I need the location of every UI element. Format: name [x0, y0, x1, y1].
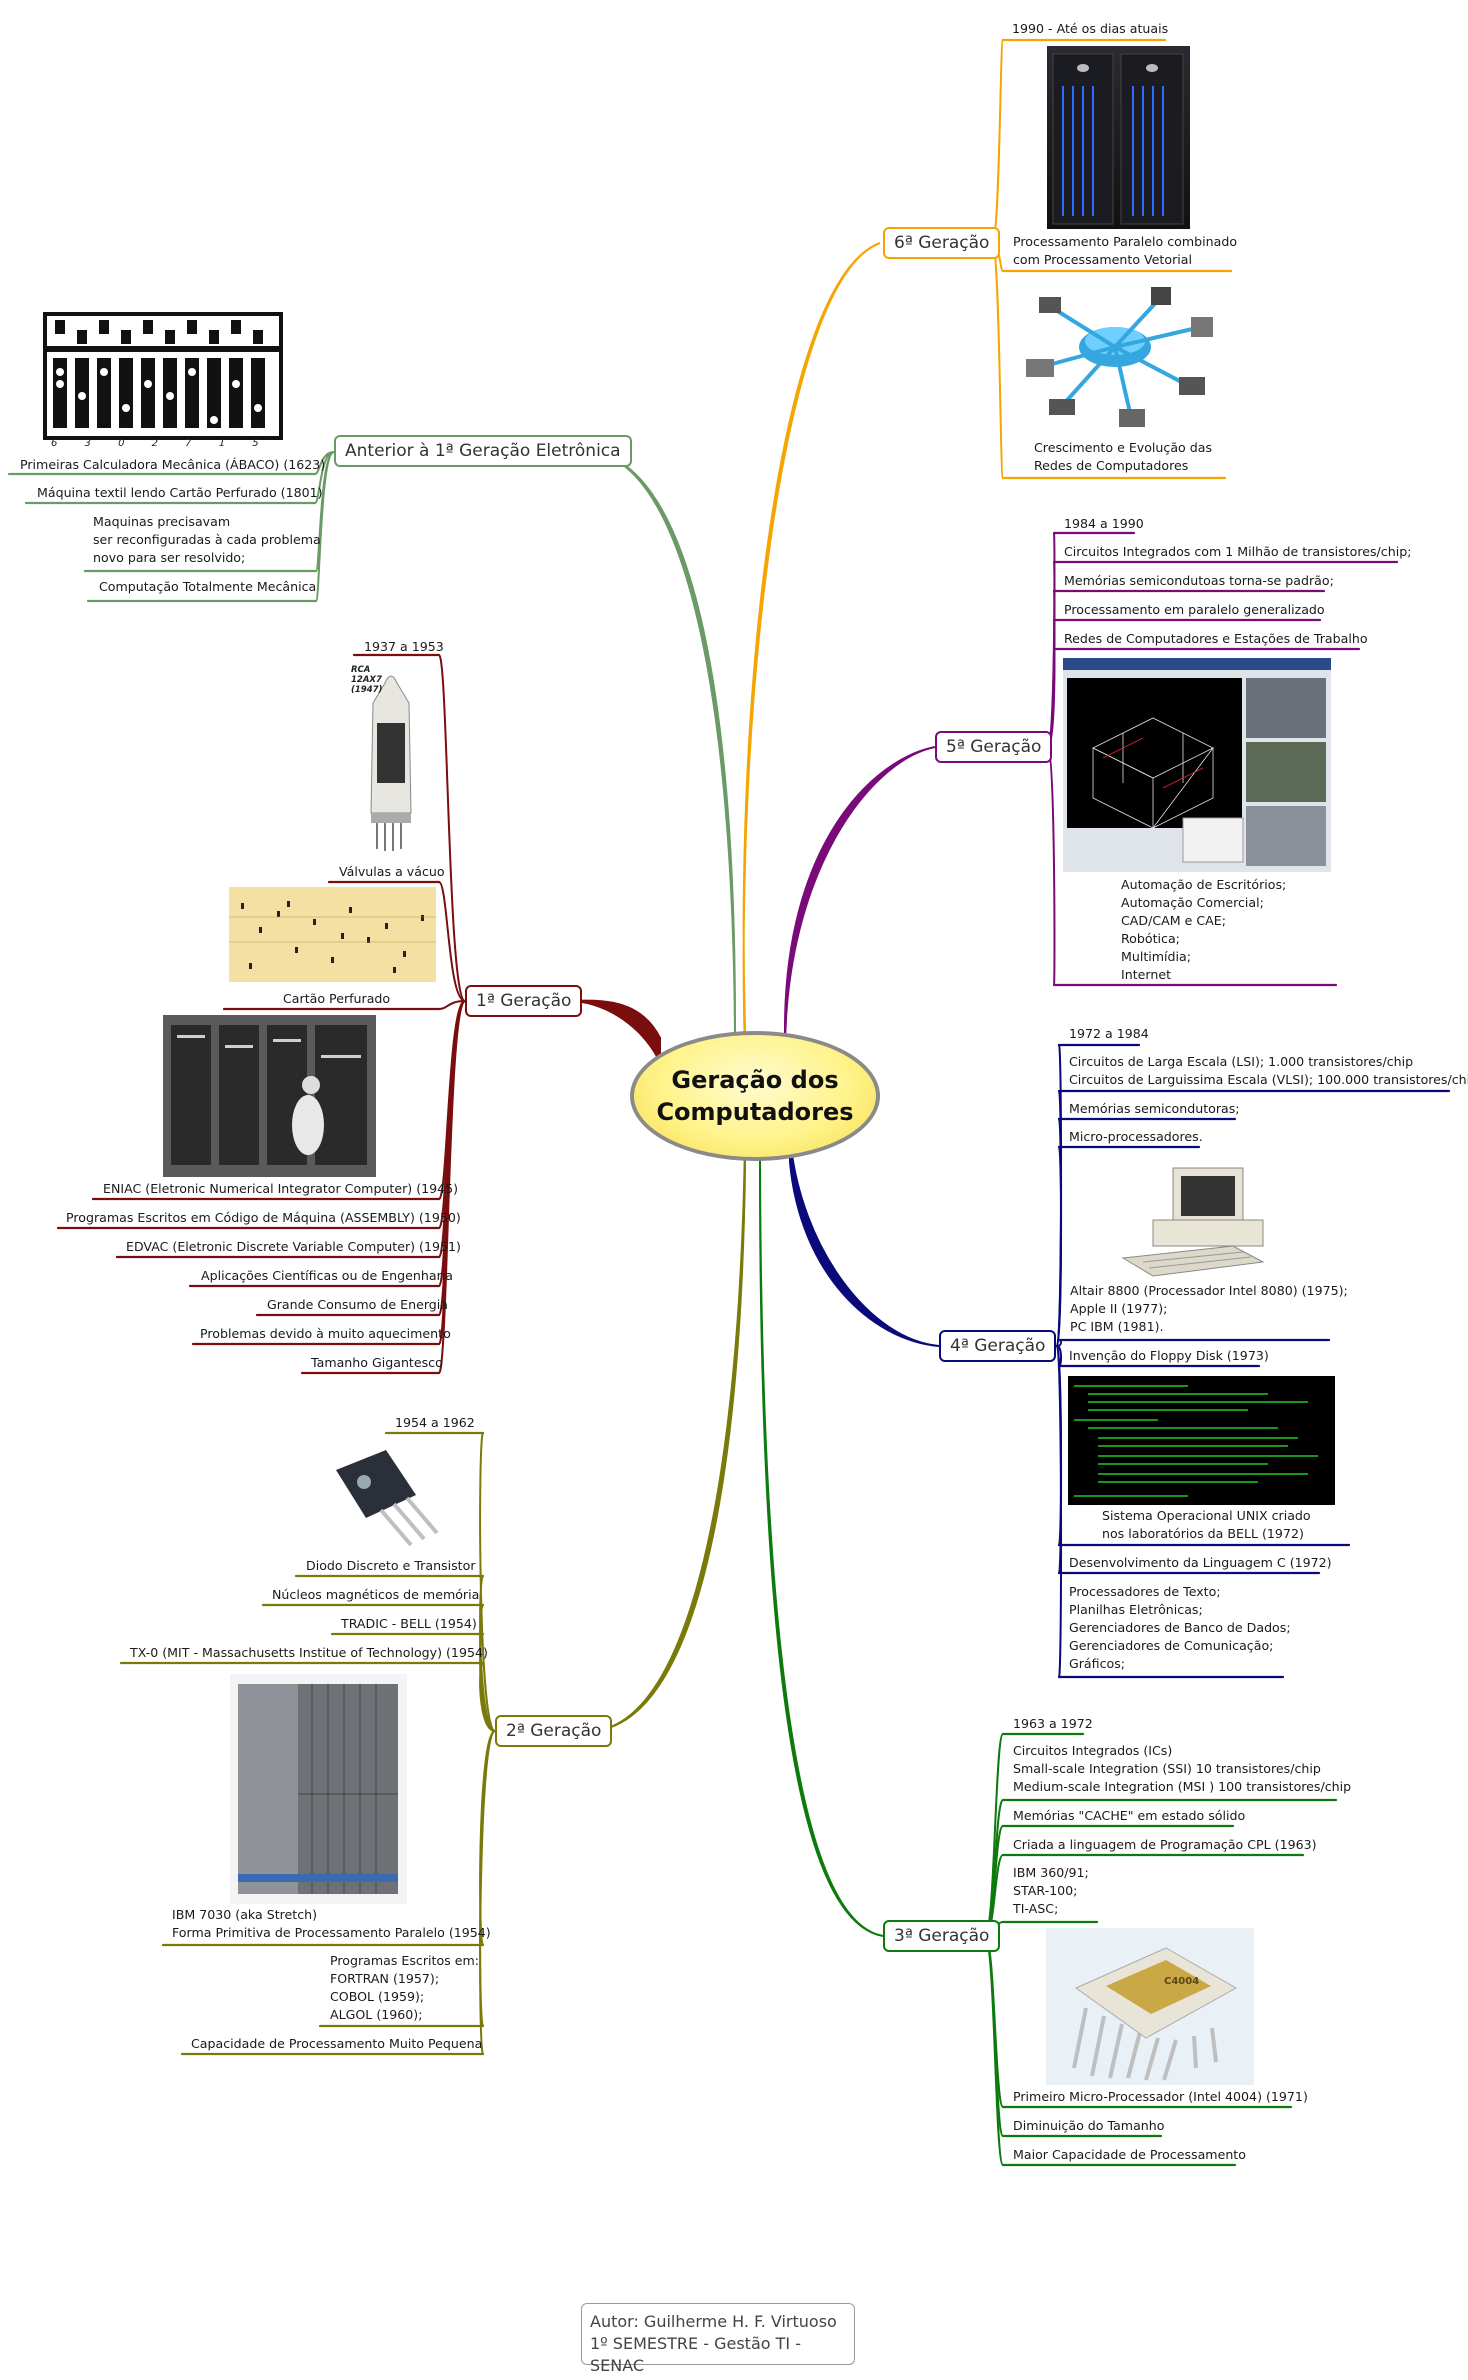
gen3-capacidade: Maior Capacidade de Processamento [1013, 2147, 1246, 2162]
gen2-linguagens: Programas Escritos em:FORTRAN (1957);COB… [330, 1953, 480, 2022]
gen6-period: 1990 - Até os dias atuais [1012, 21, 1169, 36]
gen4-aplicativos: Processadores de Texto;Planilhas Eletrôn… [1069, 1584, 1291, 1671]
gen3-period: 1963 a 1972 [1013, 1716, 1093, 1731]
branch-1a-geracao[interactable]: 1ª Geração [465, 985, 583, 1017]
branch-5a-geracao[interactable]: 5ª Geração [935, 731, 1053, 763]
branch-6a-geracao[interactable]: 6ª Geração [883, 227, 1001, 259]
ibm-7030-image [230, 1674, 407, 1904]
gen2-transistor: Diodo Discreto e Transistor [306, 1558, 476, 1573]
gen3-sistemas: IBM 360/91;STAR-100;TI-ASC; [1013, 1865, 1089, 1916]
gen3-intel-4004: Primeiro Micro-Processador (Intel 4004) … [1013, 2089, 1308, 2104]
abacus-digits: 6 3 0 2 7 1 5 4 0 6 [51, 438, 283, 449]
gen1-aplicacoes: Aplicações Científicas ou de Engenharia [201, 1268, 453, 1283]
gen3-cache: Memórias "CACHE" em estado sólido [1013, 1808, 1246, 1823]
unix-terminal-image [1068, 1376, 1335, 1505]
gen5-memorias: Memórias semicondutoas torna-se padrão; [1064, 573, 1334, 588]
author-course: 1º SEMESTRE - Gestão TI - SENAC [590, 2334, 801, 2375]
gen3-cpl: Criada a linguagem de Programação CPL (1… [1013, 1837, 1317, 1852]
gen5-processamento: Processamento em paralelo generalizado [1064, 602, 1325, 617]
gen1-edvac: EDVAC (Eletronic Discrete Variable Compu… [126, 1239, 461, 1254]
punched-card-image [229, 887, 436, 982]
gen1-eniac: ENIAC (Eletronic Numerical Integrator Co… [103, 1181, 459, 1196]
gen2-nucleos: Núcleos magnéticos de memória [272, 1587, 480, 1602]
gen1-tamanho: Tamanho Gigantesco [311, 1355, 443, 1370]
network-image [1011, 277, 1222, 436]
anterior-maquina-textil: Máquina textil lendo Cartão Perfurado (1… [37, 485, 323, 500]
eniac-photo [163, 1015, 376, 1177]
gen1-assembly: Programas Escritos em Código de Máquina … [66, 1210, 461, 1225]
gen4-floppy: Invenção do Floppy Disk (1973) [1069, 1348, 1269, 1363]
intel-4004-chip-image: C4004 [1046, 1928, 1254, 2085]
gen4-micro: Micro-processadores. [1069, 1129, 1203, 1144]
gen1-consumo: Grande Consumo de Energia [267, 1297, 448, 1312]
valve-label-1: RCA [351, 665, 371, 675]
anterior-abaco: Primeiras Calculadora Mecânica (ÁBACO) (… [20, 457, 326, 472]
gen5-period: 1984 a 1990 [1064, 516, 1144, 531]
gen1-valvulas: Válvulas a vácuo [339, 864, 445, 879]
gen5-aplicacoes: Automação de Escritórios;Automação Comer… [1121, 877, 1287, 982]
abacus-image: 6 3 0 2 7 1 5 4 0 6 [43, 312, 283, 452]
branch-anterior[interactable]: Anterior à 1ª Geração Eletrônica [334, 435, 632, 467]
server-rack-image [1047, 46, 1190, 229]
gen4-linguagem-c: Desenvolvimento da Linguagem C (1972) [1069, 1555, 1332, 1570]
ibm-pc-image [1113, 1158, 1281, 1280]
gen2-ibm-7030: IBM 7030 (aka Stretch)Forma Primitiva de… [172, 1907, 491, 1940]
gen2-period: 1954 a 1962 [395, 1415, 475, 1430]
gen3-circuitos: Circuitos Integrados (ICs)Small-scale In… [1013, 1743, 1352, 1794]
gen1-cartao: Cartão Perfurado [283, 991, 391, 1006]
valve-label-3: (1947) [351, 685, 383, 695]
gen2-tradic: TRADIC - BELL (1954) [341, 1616, 477, 1631]
author-name: Autor: Guilherme H. F. Virtuoso [590, 2312, 837, 2331]
transistor-image [326, 1440, 446, 1554]
central-topic-line1: Geração dos [671, 1066, 839, 1094]
valve-label-2: 12AX7 [351, 675, 382, 685]
gen5-redes: Redes de Computadores e Estações de Trab… [1064, 631, 1368, 646]
author-box: Autor: Guilherme H. F. Virtuoso 1º SEMES… [581, 2303, 855, 2375]
anterior-mecanica: Computação Totalmente Mecânica [99, 579, 317, 594]
branch-2a-geracao[interactable]: 2ª Geração [495, 1715, 613, 1747]
central-topic[interactable]: Geração dos Computadores [630, 1031, 880, 1161]
central-topic-line2: Computadores [656, 1098, 854, 1126]
gen4-lsi-vlsi: Circuitos de Larga Escala (LSI); 1.000 t… [1069, 1054, 1468, 1087]
gen4-period: 1972 a 1984 [1069, 1026, 1149, 1041]
gen2-tx0: TX-0 (MIT - Massachusetts Institue of Te… [130, 1645, 488, 1660]
gen4-computadores: Altair 8800 (Processador Intel 8080) (19… [1070, 1283, 1348, 1334]
branch-3a-geracao[interactable]: 3ª Geração [883, 1920, 1001, 1952]
cad-screenshot-image [1063, 658, 1331, 872]
gen4-memorias: Memórias semicondutoras; [1069, 1101, 1240, 1116]
gen2-capacidade: Capacidade de Processamento Muito Pequen… [191, 2036, 483, 2051]
gen3-tamanho: Diminuição do Tamanho [1013, 2118, 1165, 2133]
branch-4a-geracao[interactable]: 4ª Geração [939, 1330, 1057, 1362]
gen5-circuitos: Circuitos Integrados com 1 Milhão de tra… [1064, 544, 1412, 559]
gen1-period: 1937 a 1953 [364, 639, 444, 654]
chip-label: C4004 [1164, 1976, 1200, 1987]
gen1-aquecimento: Problemas devido à muito aquecimento [200, 1326, 451, 1341]
